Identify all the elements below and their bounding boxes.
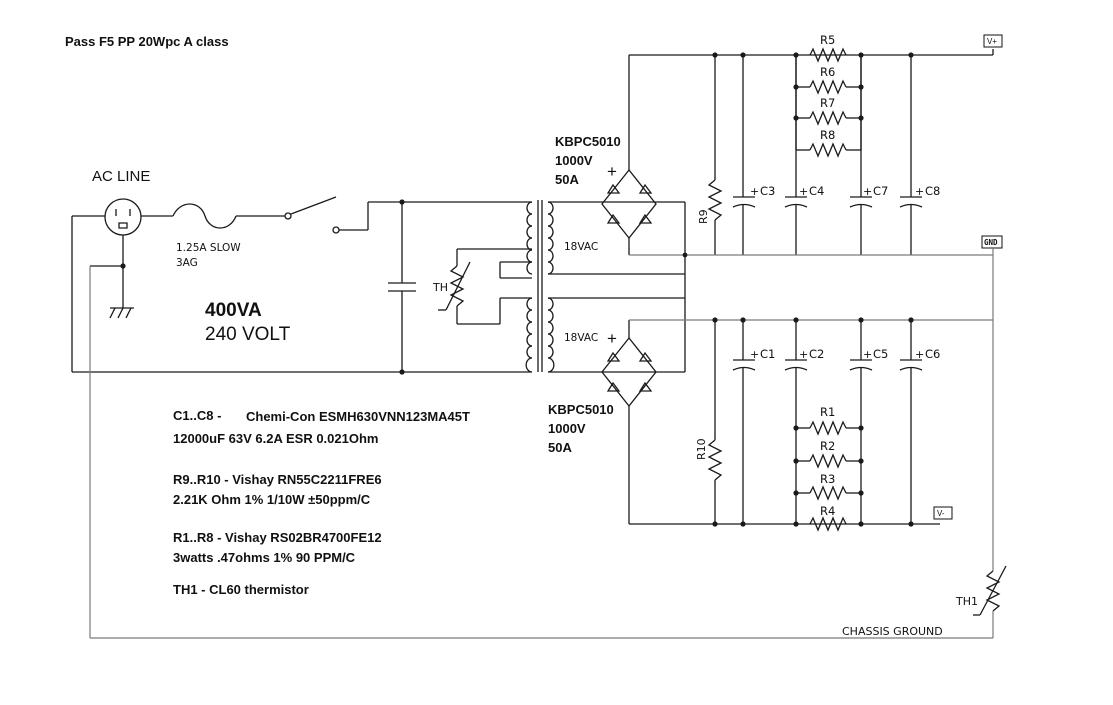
note-thermistor: TH1 - CL60 thermistor [173, 582, 309, 597]
r3-label: R3 [820, 472, 835, 486]
note-caps-ref: C1..C8 - [173, 408, 221, 423]
ac-outlet-symbol [104, 198, 142, 236]
v-minus-terminal [933, 506, 953, 520]
secondary-top-label: 18VAC [564, 241, 598, 253]
bridge-top-current: 50A [555, 172, 579, 187]
fuse-symbol [172, 203, 237, 229]
transformer-power-rating: 400VA [205, 300, 262, 321]
note-resistors-spec: 3watts .47ohms 1% 90 PPM/C [173, 550, 356, 565]
r9-label: R9 [697, 209, 710, 224]
v-plus-terminal [983, 34, 1003, 48]
note-bleeders-spec: 2.21K Ohm 1% 1/10W ±50ppm/C [173, 492, 371, 507]
bridge-bottom-plus: + [607, 329, 617, 348]
note-resistors-ref: R1..R8 - Vishay RS02BR4700FE12 [173, 530, 382, 545]
r6-label: R6 [820, 65, 835, 79]
primary-thermistor-label: TH [432, 281, 448, 294]
r2-resistor-symbol [809, 453, 847, 469]
bridge-bottom-current: 50A [548, 440, 572, 455]
primary-thermistor-symbol [438, 249, 471, 324]
capacitor-c8-label: C8 [925, 184, 940, 198]
capacitor-c7-label: C7 [873, 184, 888, 198]
chassis-ground-label: CHASSIS GROUND [842, 625, 943, 638]
r1-label: R1 [820, 405, 835, 419]
capacitor-c3-symbol [732, 52, 756, 255]
r8-label: R8 [820, 128, 835, 142]
c4-plus: + [799, 185, 808, 198]
capacitor-c5-symbol [849, 317, 873, 527]
capacitor-c2-label: C2 [809, 347, 824, 361]
gnd-terminal [981, 235, 1003, 249]
line-capacitor-symbol [388, 202, 416, 372]
gnd-label: GND [984, 238, 998, 247]
transformer-symbol [525, 200, 555, 373]
transformer-voltage-rating: 240 VOLT [205, 324, 291, 345]
bridge-top-part: KBPC5010 [555, 134, 621, 149]
bridge-bottom-part: KBPC5010 [548, 402, 614, 417]
r10-label: R10 [695, 438, 708, 460]
note-caps-spec: 12000uF 63V 6.2A ESR 0.021Ohm [173, 431, 378, 446]
ground-thermistor-symbol [973, 565, 1007, 616]
fuse-rating: 1.25A SLOW [176, 242, 241, 254]
r1-resistor-symbol [809, 420, 847, 436]
c1-plus: + [750, 348, 759, 361]
c7-plus: + [863, 185, 872, 198]
note-caps-part: Chemi-Con ESMH630VNN123MA45T [246, 409, 470, 424]
r9-resistor-symbol [707, 179, 723, 221]
bridge-bottom-symbol [601, 336, 657, 408]
capacitor-c1-label: C1 [760, 347, 775, 361]
capacitor-c4-label: C4 [809, 184, 824, 198]
capacitor-c1-symbol [732, 317, 756, 527]
c2-plus: + [799, 348, 808, 361]
earth-ground-icon [109, 290, 134, 319]
r4-resistor-symbol [809, 516, 847, 532]
r3-resistor-symbol [809, 485, 847, 501]
c3-plus: + [750, 185, 759, 198]
power-switch-symbol [284, 196, 340, 234]
capacitor-c6-label: C6 [925, 347, 940, 361]
bridge-top-voltage: 1000V [555, 153, 593, 168]
fuse-type: 3AG [176, 257, 198, 269]
r8-resistor-symbol [809, 142, 847, 158]
capacitor-c5-label: C5 [873, 347, 888, 361]
r7-label: R7 [820, 96, 835, 110]
c8-plus: + [915, 185, 924, 198]
r5-label: R5 [820, 33, 835, 47]
ground-thermistor-label: TH1 [955, 595, 978, 608]
capacitor-c3-label: C3 [760, 184, 775, 198]
ac-line-label: AC LINE [92, 168, 150, 185]
secondary-bottom-label: 18VAC [564, 332, 598, 344]
bridge-bottom-voltage: 1000V [548, 421, 586, 436]
v-minus-label: V- [937, 509, 945, 518]
capacitor-c2-symbol [784, 317, 808, 527]
note-bleeders-ref: R9..R10 - Vishay RN55C2211FRE6 [173, 472, 382, 487]
c6-plus: + [915, 348, 924, 361]
c5-plus: + [863, 348, 872, 361]
r7-resistor-symbol [809, 110, 847, 126]
r2-label: R2 [820, 439, 835, 453]
r10-resistor-symbol [707, 439, 723, 481]
schematic-title: Pass F5 PP 20Wpc A class [65, 34, 229, 49]
capacitor-c6-symbol [899, 317, 923, 527]
r5-resistor-symbol [809, 47, 847, 63]
r4-label: R4 [820, 504, 835, 518]
r6-resistor-symbol [809, 79, 847, 95]
v-plus-label: V+ [987, 37, 997, 46]
bridge-top-plus: + [607, 162, 617, 181]
capacitor-c8-symbol [899, 52, 923, 255]
